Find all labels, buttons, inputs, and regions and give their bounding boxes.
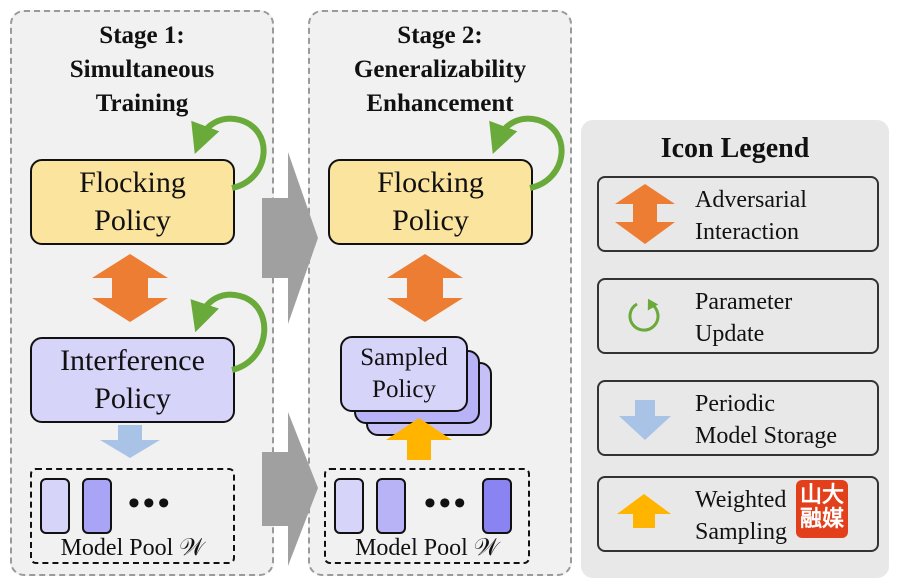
yellow-up-arrow-icon [386, 418, 452, 460]
sampled-policy-label: Sampled [360, 344, 448, 371]
pool-model-cell [376, 478, 406, 534]
flocking-policy-label-2: Policy [392, 204, 469, 237]
legend-item-adversarial: Adversarial Interaction [597, 176, 879, 252]
pool-model-cell [334, 478, 364, 534]
grey-right-arrow-icon [262, 412, 318, 566]
watermark-logo: 山大 融媒 [796, 480, 848, 538]
legend-item-parameter-update: Parameter Update [597, 278, 879, 354]
model-pool-label: Model Pool 𝒲 [60, 535, 205, 561]
stage-1-subtitle: Simultaneous [69, 56, 215, 83]
grey-right-arrow-icon [262, 152, 318, 324]
orange-double-arrow-icon [92, 254, 168, 322]
model-pool: ••• Model Pool 𝒲 [30, 468, 235, 564]
orange-double-arrow-icon [387, 254, 463, 322]
flocking-policy-label: Flocking [377, 166, 484, 199]
flocking-policy-label-2: Policy [94, 204, 171, 237]
blue-down-arrow-icon [100, 425, 160, 458]
model-pool: ••• Model Pool 𝒲 [324, 468, 530, 564]
blue-down-arrow-icon [619, 400, 671, 440]
green-cycle-arrow-icon [489, 115, 565, 191]
flocking-policy-box: Flocking Policy [30, 159, 235, 245]
legend-label: Parameter Update [695, 289, 793, 347]
flocking-policy-label: Flocking [79, 166, 186, 199]
interference-policy-label: Interference [60, 344, 205, 377]
interference-policy-label-2: Policy [94, 382, 171, 415]
stage-2-title: Stage 2: [397, 22, 483, 49]
pool-model-cell [82, 478, 112, 534]
pool-model-cell [482, 478, 512, 534]
flocking-policy-box: Flocking Policy [328, 159, 533, 245]
stage-2-subtitle-2: Enhancement [366, 90, 514, 117]
stage-1-subtitle-2: Training [95, 90, 189, 117]
model-pool-label: Model Pool 𝒲 [355, 535, 499, 561]
green-cycle-arrow-icon [628, 298, 660, 332]
pool-model-cell [40, 478, 70, 534]
legend-item-periodic-storage: Periodic Model Storage [597, 380, 879, 456]
stage-2-subtitle: Generalizability [353, 56, 527, 83]
watermark-text-2: 融媒 [799, 507, 844, 532]
watermark-text: 山大 [799, 483, 844, 508]
legend-label: Weighted Sampling [695, 487, 788, 545]
legend-label: Adversarial Interaction [695, 187, 807, 245]
yellow-up-arrow-icon [617, 494, 671, 528]
green-cycle-arrow-icon [191, 115, 267, 191]
orange-double-arrow-icon [615, 184, 675, 244]
interference-policy-box: Interference Policy [30, 337, 235, 423]
sampled-policy-card: Sampled Policy [340, 336, 468, 412]
legend-label: Periodic Model Storage [695, 391, 837, 449]
sampled-policy-label-2: Policy [372, 376, 436, 403]
legend-title: Icon Legend [660, 133, 810, 164]
green-cycle-arrow-icon [190, 291, 268, 373]
stage-1-title: Stage 1: [99, 22, 185, 49]
